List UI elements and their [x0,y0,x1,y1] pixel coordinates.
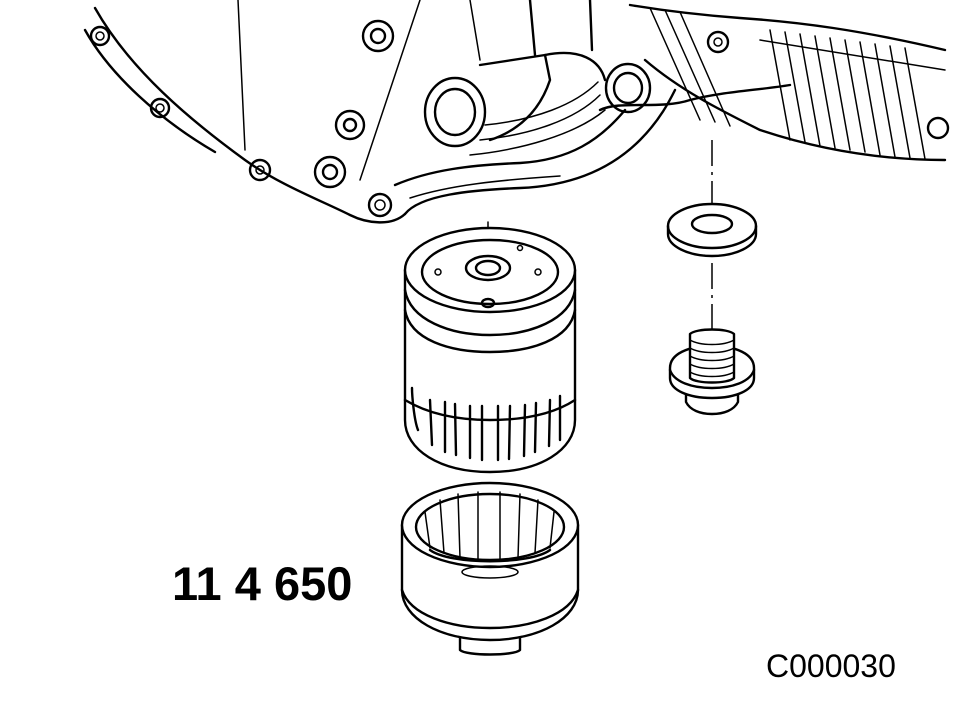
housing-bolts [89,19,395,218]
figure-code-label: C000030 [766,648,896,684]
oil-pan-fins [649,7,926,160]
filter-wrench-flats [403,386,577,462]
tool-number-label: 11 4 650 [172,557,353,610]
tool-flutes [424,491,555,561]
oil-filter [403,226,577,474]
drain-plug [668,328,756,416]
filter-wrench-tool [400,481,580,656]
engine-housing [83,0,950,224]
sealing-washer [666,202,758,258]
